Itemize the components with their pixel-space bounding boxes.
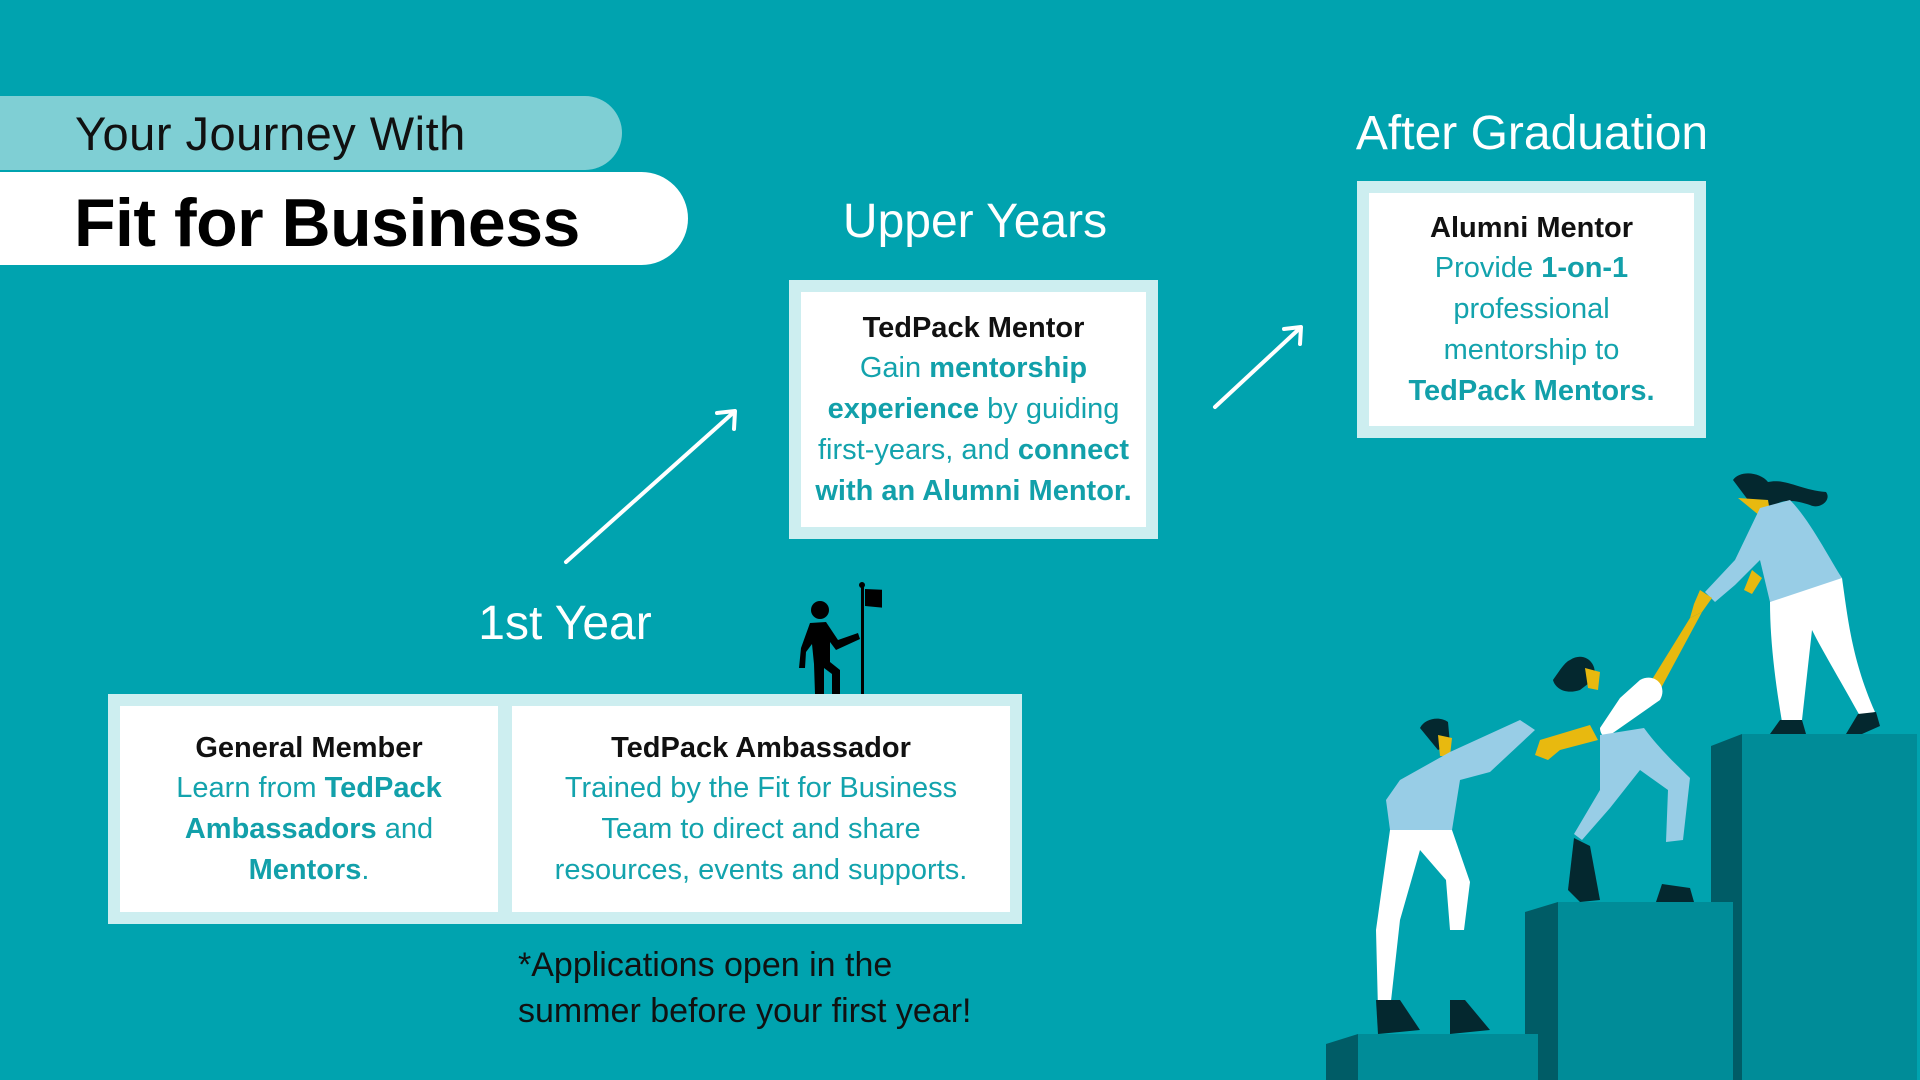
body-emphasis: mentorship experience xyxy=(827,351,1088,425)
body-text: professional mentorship to xyxy=(1443,292,1620,366)
body-text: Provide xyxy=(1434,251,1542,284)
stage-heading-first-year: 1st Year xyxy=(478,597,652,650)
stage-heading-after-graduation: After Graduation xyxy=(1355,107,1709,160)
card-body: Trained by the Fit for Business Team to … xyxy=(554,771,968,886)
body-text: . xyxy=(361,853,370,886)
body-emphasis: TedPack Ambassadors xyxy=(184,771,442,845)
title-bar-main: Fit for Business xyxy=(0,172,688,265)
body-emphasis: Mentors xyxy=(248,853,362,886)
figure-middle-woman xyxy=(1535,612,1702,902)
card-tedpack-ambassador: TedPack Ambassador Trained by the Fit fo… xyxy=(512,706,1010,912)
page-title: Fit for Business xyxy=(74,185,580,261)
figure-top-woman xyxy=(1690,473,1880,734)
footnote: *Applications open in the summer before … xyxy=(518,942,971,1034)
stage-heading-upper-years: Upper Years xyxy=(842,195,1108,248)
body-emphasis: 1-on-1 xyxy=(1541,251,1629,284)
footnote-line-1: *Applications open in the xyxy=(518,946,893,984)
card-general-member: General Member Learn from TedPack Ambass… xyxy=(120,706,498,912)
card-body: Gain mentorship experience by guiding fi… xyxy=(801,348,1146,512)
card-body: Learn from TedPack Ambassadors and Mento… xyxy=(120,768,498,891)
card-title: General Member xyxy=(195,731,423,764)
body-text: by guiding first-years, and xyxy=(817,392,1120,466)
card-tedpack-mentor: TedPack Mentor Gain mentorship experienc… xyxy=(789,280,1158,539)
page-subtitle: Your Journey With xyxy=(75,107,466,160)
body-text: Gain xyxy=(859,351,930,384)
card-title: Alumni Mentor xyxy=(1430,211,1633,244)
body-emphasis: TedPack Mentors. xyxy=(1408,374,1655,407)
body-text: Learn from xyxy=(176,771,325,804)
card-alumni-mentor: Alumni Mentor Provide 1-on-1 professiona… xyxy=(1357,181,1706,438)
person-with-flag-icon xyxy=(799,582,882,694)
card-body: Provide 1-on-1 professional mentorship t… xyxy=(1399,248,1664,412)
card-title: TedPack Ambassador xyxy=(611,731,911,764)
figure-bottom-man xyxy=(1376,718,1535,1034)
card-title: TedPack Mentor xyxy=(862,311,1085,344)
body-emphasis: connect with an Alumni Mentor. xyxy=(815,433,1132,507)
footnote-line-2: summer before your first year! xyxy=(518,992,972,1030)
first-year-cards: General Member Learn from TedPack Ambass… xyxy=(108,694,1022,924)
body-text: and xyxy=(376,812,434,845)
title-bar-subtitle: Your Journey With xyxy=(0,96,622,170)
people-climbing-steps-illustration xyxy=(1326,473,1917,1080)
